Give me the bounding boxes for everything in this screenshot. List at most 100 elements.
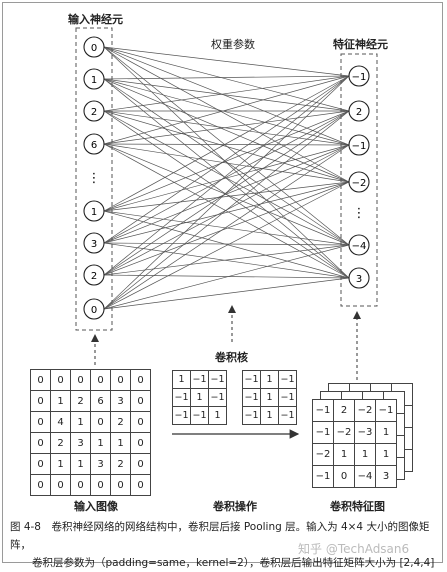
- weight-line: [103, 181, 350, 244]
- input-neuron-value: 2: [91, 107, 97, 118]
- input-image-cell: 0: [70, 369, 91, 391]
- weight-line: [103, 110, 350, 183]
- feature-neuron-circle: [348, 134, 370, 156]
- input-image-cell: 0: [130, 390, 151, 412]
- input-image-cell: 0: [30, 369, 51, 391]
- input-image-cell: 0: [110, 369, 131, 391]
- input-image-cell: 2: [110, 453, 131, 475]
- feature-neuron-circle: [348, 65, 370, 87]
- input-image-cell: 1: [70, 453, 91, 475]
- weight-line: [103, 78, 350, 183]
- weight-line: [103, 46, 350, 246]
- input-image-cell: 1: [70, 411, 91, 433]
- input-image-cell: 0: [130, 411, 151, 433]
- kernel-label: 卷积核: [215, 351, 248, 364]
- input-neuron-value: 0: [91, 305, 97, 316]
- input-neuron-circle: [83, 133, 105, 155]
- input-image-cell: 4: [50, 411, 71, 433]
- feature-neuron-value: −1: [352, 141, 367, 152]
- feature-map-cell: 1: [354, 443, 376, 466]
- feature-neuron-value: 3: [356, 274, 362, 285]
- feature-map-cell: −1: [312, 465, 334, 488]
- weight-line: [103, 144, 350, 310]
- input-neuron-value: 6: [91, 140, 97, 151]
- feature-neurons: −12−1−2⋮−43: [348, 65, 370, 289]
- weight-line: [103, 75, 350, 212]
- feature-map-cell: −3: [354, 421, 376, 444]
- watermark: 知乎 @TechAdsan6: [298, 542, 410, 556]
- weight-line: [103, 110, 350, 244]
- weight-line: [103, 143, 350, 279]
- input-image-cell: 0: [50, 369, 71, 391]
- feature-neuron-value: −2: [352, 178, 367, 189]
- weight-line: [103, 75, 350, 276]
- input-image-cell: 1: [50, 390, 71, 412]
- weight-line: [103, 242, 350, 246]
- kernel-1-cell: 1: [172, 370, 191, 389]
- feature-neuron-circle: [348, 267, 370, 289]
- input-image-cell: 0: [30, 453, 51, 475]
- input-neuron-circle: [83, 200, 105, 222]
- weight-line: [103, 244, 350, 310]
- weight-line: [103, 110, 350, 310]
- kernel-1-cell: −1: [172, 388, 191, 407]
- weight-params-label: 权重参数: [211, 38, 255, 51]
- input-image-cell: 6: [90, 390, 111, 412]
- input-image-cell: 3: [110, 390, 131, 412]
- kernel-2-cell: −1: [278, 370, 297, 389]
- weight-line: [103, 78, 350, 246]
- weight-line: [103, 110, 350, 212]
- feature-map-cell: −1: [375, 399, 397, 422]
- input-neuron-value: 2: [91, 271, 97, 282]
- weight-line: [103, 75, 350, 80]
- weight-line: [103, 46, 350, 77]
- feature-map-cell: 0: [333, 465, 355, 488]
- weight-line: [103, 78, 350, 146]
- feature-map-cell: −2: [354, 399, 376, 422]
- caption-line-2: 卷积层参数为（padding=same，kernel=2），卷积层后输出特征矩阵…: [32, 557, 435, 569]
- weight-line: [103, 181, 350, 212]
- weight-line: [103, 143, 350, 183]
- kernel-1-cell: −1: [190, 370, 209, 389]
- input-image-cell: 3: [90, 453, 111, 475]
- input-image-cell: 1: [50, 453, 71, 475]
- kernel-2-cell: 1: [260, 388, 279, 407]
- feature-neuron-ellipsis: ⋮: [353, 206, 366, 221]
- feature-map-cell: 1: [375, 443, 397, 466]
- feature-map-cell: −1: [312, 399, 334, 422]
- feature-map-label: 卷积特征图: [330, 500, 385, 513]
- input-image-cell: 0: [90, 411, 111, 433]
- feature-map-cell: 3: [375, 465, 397, 488]
- feature-map-cell: 1: [375, 421, 397, 444]
- input-image-cell: 0: [30, 411, 51, 433]
- weight-line: [103, 210, 350, 246]
- kernel-2-cell: −1: [242, 406, 261, 425]
- feature-map-cell: −1: [312, 421, 334, 444]
- input-neuron-value: 1: [91, 75, 97, 86]
- weight-line: [103, 75, 350, 145]
- weight-line: [103, 110, 350, 146]
- weight-line: [103, 210, 350, 279]
- input-neuron-box: [75, 27, 113, 331]
- feature-neurons-label: 特征神经元: [333, 38, 388, 51]
- kernel-1-cell: −1: [208, 388, 227, 407]
- feature-map-cell: −4: [354, 465, 376, 488]
- weight-line: [103, 242, 350, 279]
- input-image-cell: 0: [130, 474, 151, 496]
- input-image-cell: 0: [130, 369, 151, 391]
- input-neuron-value: 1: [91, 207, 97, 218]
- input-image-cell: 2: [70, 390, 91, 412]
- input-image-cell: 0: [70, 474, 91, 496]
- kernel-2-cell: 1: [260, 406, 279, 425]
- weight-line: [103, 274, 350, 279]
- kernel-1-cell: 1: [208, 406, 227, 425]
- input-image-label: 输入图像: [74, 500, 118, 513]
- feature-map-cell: −2: [333, 421, 355, 444]
- input-image-cell: 1: [110, 432, 131, 454]
- kernel-2-cell: −1: [278, 406, 297, 425]
